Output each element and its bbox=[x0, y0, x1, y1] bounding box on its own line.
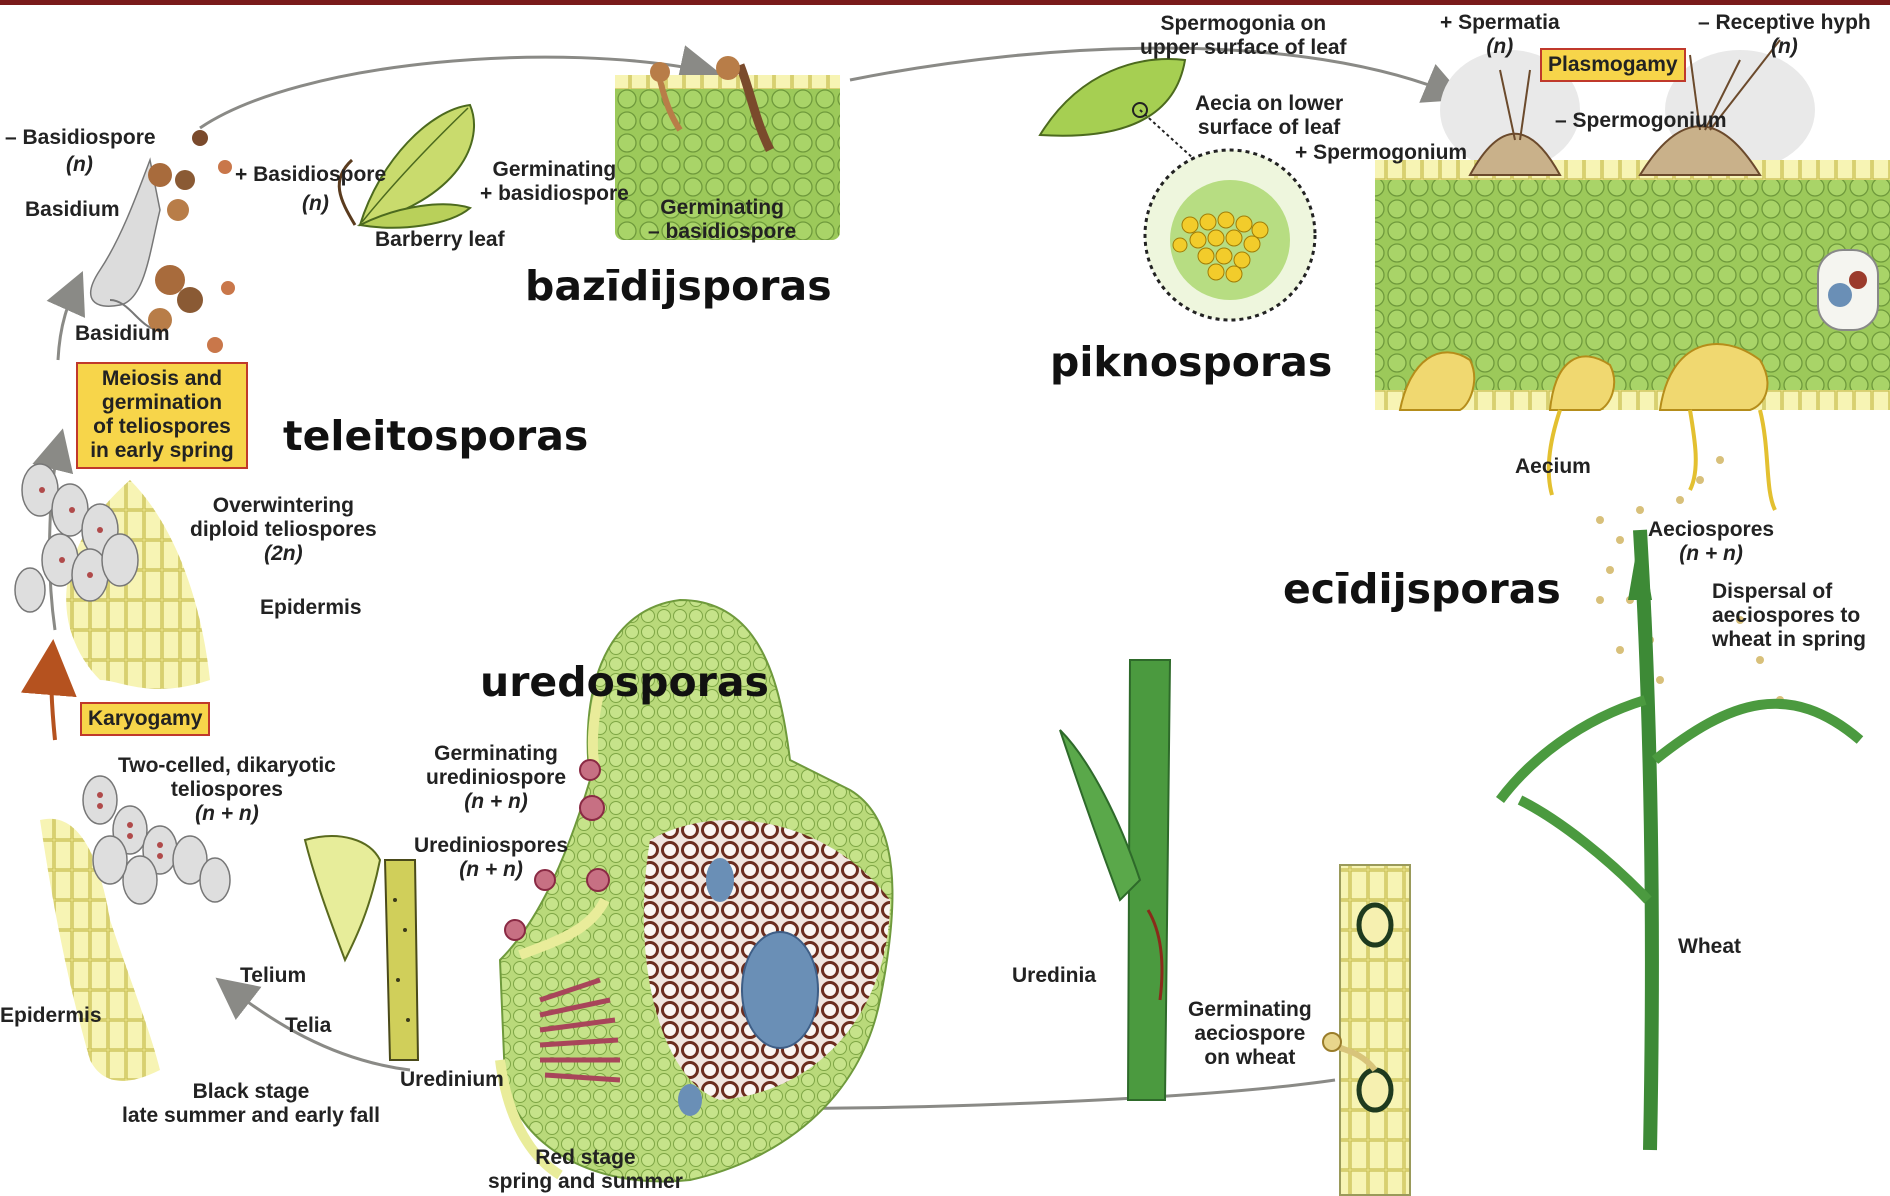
meiosis-box: Meiosis and germination of teliospores i… bbox=[76, 362, 248, 469]
label-line: – Receptive hyph bbox=[1698, 11, 1871, 35]
label-telium: Telium bbox=[240, 964, 306, 988]
label-line: Two-celled, dikaryotic bbox=[118, 754, 336, 778]
label-line: Red stage bbox=[488, 1146, 683, 1170]
stage-name-teliospores: teleitosporas bbox=[283, 412, 588, 460]
label-line: surface of leaf bbox=[1195, 116, 1343, 140]
label-line: wheat in spring bbox=[1712, 628, 1866, 652]
label-line: aeciospore bbox=[1188, 1022, 1312, 1046]
label-line: aeciospores to bbox=[1712, 604, 1866, 628]
wheat-leaf-uredinia-illustration bbox=[1060, 660, 1170, 1100]
label-line: on wheat bbox=[1188, 1046, 1312, 1070]
arrow-karyogamy bbox=[51, 655, 55, 740]
label-line: (n + n) bbox=[1648, 542, 1774, 566]
label-line: urediniospore bbox=[426, 766, 566, 790]
label-line: Germinating bbox=[648, 196, 796, 220]
label-line: (2n) bbox=[190, 542, 377, 566]
label-uredinium: Uredinium bbox=[400, 1068, 504, 1092]
meiosis-line: germination bbox=[84, 391, 240, 415]
label-basidium-top: Basidium bbox=[25, 198, 120, 222]
label-line: Overwintering bbox=[190, 494, 377, 518]
label-line: – basidiospore bbox=[648, 220, 796, 244]
label-aeciospores: Aeciospores (n + n) bbox=[1648, 518, 1774, 566]
basidium-illustration bbox=[91, 130, 235, 353]
stage-name-basidiospores: bazīdijsporas bbox=[525, 262, 832, 310]
label-minus-spermogonium: – Spermogonium bbox=[1555, 109, 1727, 133]
label-red-stage: Red stage spring and summer bbox=[488, 1146, 683, 1194]
label-line: Germinating bbox=[1188, 998, 1312, 1022]
label-line: Germinating bbox=[480, 158, 629, 182]
label-telia: Telia bbox=[285, 1014, 331, 1038]
plasmogamy-box: Plasmogamy bbox=[1540, 48, 1686, 82]
label-plus-spermatia: + Spermatia (n) bbox=[1440, 11, 1560, 59]
label-germinating-minus: Germinating – basidiospore bbox=[648, 196, 796, 244]
label-line: + Spermatia bbox=[1440, 11, 1560, 35]
label-plus-basidiospore: + Basidiospore bbox=[235, 163, 386, 187]
label-line: late summer and early fall bbox=[122, 1104, 380, 1128]
label-line: (n + n) bbox=[414, 858, 568, 882]
label-overwintering: Overwintering diploid teliospores (2n) bbox=[190, 494, 377, 566]
label-line: (n) bbox=[1698, 35, 1871, 59]
stage-name-pycniospores: piknosporas bbox=[1050, 338, 1332, 386]
label-minus-basidiospore: – Basidiospore bbox=[5, 126, 156, 150]
label-line: Aecia on lower bbox=[1195, 92, 1343, 116]
label-barberry-leaf: Barberry leaf bbox=[375, 228, 505, 252]
meiosis-line: in early spring bbox=[84, 439, 240, 463]
label-plus-basidiospore-n: (n) bbox=[302, 192, 329, 216]
label-germinating-plus: Germinating + basidiospore bbox=[480, 158, 629, 206]
stage-name-urediniospores: uredosporas bbox=[480, 658, 769, 706]
label-wheat: Wheat bbox=[1678, 935, 1741, 959]
arrow-wheat-to-uredinium bbox=[770, 1080, 1335, 1108]
overwintering-teliospores-illustration bbox=[15, 464, 210, 689]
label-line: Urediniospores bbox=[414, 834, 568, 858]
label-epidermis-bottom: Epidermis bbox=[0, 1004, 102, 1028]
label-plus-spermogonium: + Spermogonium bbox=[1295, 141, 1467, 165]
label-line: Germinating bbox=[426, 742, 566, 766]
meiosis-line: Meiosis and bbox=[84, 367, 240, 391]
label-basidium-lower: Basidium bbox=[75, 322, 170, 346]
label-line: Spermogonia on bbox=[1140, 12, 1347, 36]
label-line: Dispersal of bbox=[1712, 580, 1866, 604]
label-receptive-hyphae: – Receptive hyph (n) bbox=[1698, 11, 1871, 59]
meiosis-line: of teliospores bbox=[84, 415, 240, 439]
karyogamy-box: Karyogamy bbox=[80, 702, 210, 736]
label-germinating-urediniospore: Germinating urediniospore (n + n) bbox=[426, 742, 566, 814]
label-dispersal: Dispersal of aeciospores to wheat in spr… bbox=[1712, 580, 1866, 652]
label-two-celled: Two-celled, dikaryotic teliospores (n + … bbox=[118, 754, 336, 826]
label-line: diploid teliospores bbox=[190, 518, 377, 542]
stage-name-aeciospores: ecīdijsporas bbox=[1283, 565, 1561, 613]
label-line: teliospores bbox=[118, 778, 336, 802]
label-line: Aeciospores bbox=[1648, 518, 1774, 542]
label-urediniospores: Urediniospores (n + n) bbox=[414, 834, 568, 882]
label-line: (n + n) bbox=[118, 802, 336, 826]
label-epidermis-top: Epidermis bbox=[260, 596, 362, 620]
label-black-stage: Black stage late summer and early fall bbox=[122, 1080, 380, 1128]
label-uredinia: Uredinia bbox=[1012, 964, 1096, 988]
label-line: Black stage bbox=[122, 1080, 380, 1104]
label-germinating-aeciospore: Germinating aeciospore on wheat bbox=[1188, 998, 1312, 1070]
label-line: (n + n) bbox=[426, 790, 566, 814]
wheat-epidermis-illustration bbox=[1323, 865, 1410, 1195]
label-spermogonia-upper: Spermogonia on upper surface of leaf bbox=[1140, 12, 1347, 60]
label-line: upper surface of leaf bbox=[1140, 36, 1347, 60]
label-minus-basidiospore-n: (n) bbox=[66, 153, 93, 177]
label-line: spring and summer bbox=[488, 1170, 683, 1194]
label-line: (n) bbox=[1440, 35, 1560, 59]
label-aecia-lower: Aecia on lower surface of leaf bbox=[1195, 92, 1343, 140]
arrow-meiosis-to-basidium bbox=[58, 282, 78, 360]
label-line: + basidiospore bbox=[480, 182, 629, 206]
label-aecium: Aecium bbox=[1515, 455, 1591, 479]
